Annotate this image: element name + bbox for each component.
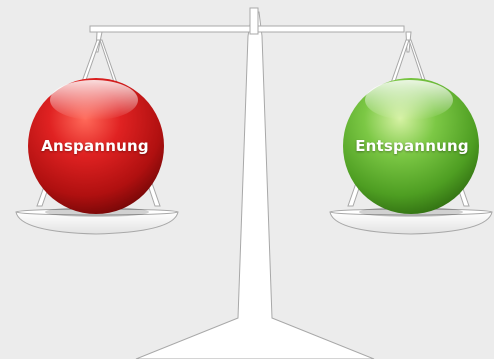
right-scale-dish bbox=[329, 211, 493, 235]
entspannung-label: Entspannung bbox=[355, 137, 469, 155]
entspannung-ball bbox=[343, 78, 479, 217]
left-scale-dish bbox=[15, 211, 179, 235]
anspannung-label: Anspannung bbox=[41, 137, 149, 155]
scale-pivot bbox=[249, 7, 259, 35]
anspannung-ball bbox=[28, 78, 164, 217]
scale-post bbox=[135, 11, 375, 359]
scale-beam bbox=[89, 25, 405, 33]
